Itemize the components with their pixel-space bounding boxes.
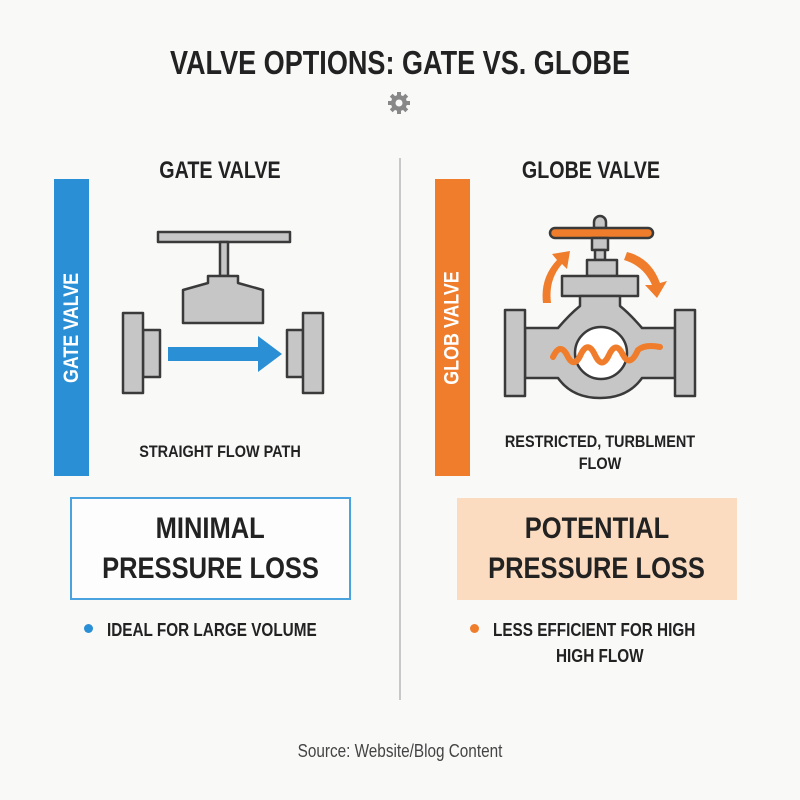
bullet-dot-icon xyxy=(84,624,93,633)
straight-arrow-icon xyxy=(168,336,282,372)
globe-box-line1: POTENTIAL xyxy=(524,512,670,545)
gate-valve-title: GATE VALVE xyxy=(159,157,281,184)
gate-bullet-text: IDEAL FOR LARGE VOLUME xyxy=(107,620,317,640)
page-title: VALVE OPTIONS: GATE VS. GLOBE xyxy=(169,44,631,81)
globe-bullet: LESS EFFICIENT FOR HIGH HIGH FLOW xyxy=(470,617,731,669)
source-note: Source: Website/Blog Content xyxy=(297,741,503,761)
gate-side-label-bar: GATE VALVE xyxy=(54,179,89,476)
globe-side-label: GLOB VALVE xyxy=(440,270,464,385)
globe-bullet-line2: HIGH FLOW xyxy=(555,646,644,666)
column-divider xyxy=(399,158,401,700)
globe-box-line2: PRESSURE LOSS xyxy=(488,552,706,585)
gate-caption: STRAIGHT FLOW PATH xyxy=(139,442,301,461)
globe-valve-title: GLOBE VALVE xyxy=(521,157,661,184)
globe-side-label-bar: GLOB VALVE xyxy=(435,179,470,476)
gate-bullet: IDEAL FOR LARGE VOLUME xyxy=(84,617,354,643)
globe-caption: RESTRICTED, TURBLMENT FLOW xyxy=(490,431,711,475)
gate-pressure-box: MINIMAL PRESSURE LOSS xyxy=(70,497,351,600)
gate-box-line1: MINIMAL xyxy=(155,511,266,545)
gear-icon xyxy=(388,92,410,114)
gate-box-line2: PRESSURE LOSS xyxy=(102,551,319,585)
globe-caption-line2: FLOW xyxy=(578,454,622,473)
rotation-arrows-icon xyxy=(542,251,667,303)
turbulent-wave-icon xyxy=(550,343,663,366)
bullet-dot-icon xyxy=(470,624,479,633)
globe-pressure-box: POTENTIAL PRESSURE LOSS xyxy=(457,498,737,600)
globe-bullet-text: LESS EFFICIENT FOR HIGH HIGH FLOW xyxy=(493,617,731,669)
globe-caption-line1: RESTRICTED, TURBLMENT xyxy=(504,432,696,451)
gate-side-label: GATE VALVE xyxy=(59,272,83,383)
globe-bullet-line1: LESS EFFICIENT FOR HIGH xyxy=(493,620,696,640)
